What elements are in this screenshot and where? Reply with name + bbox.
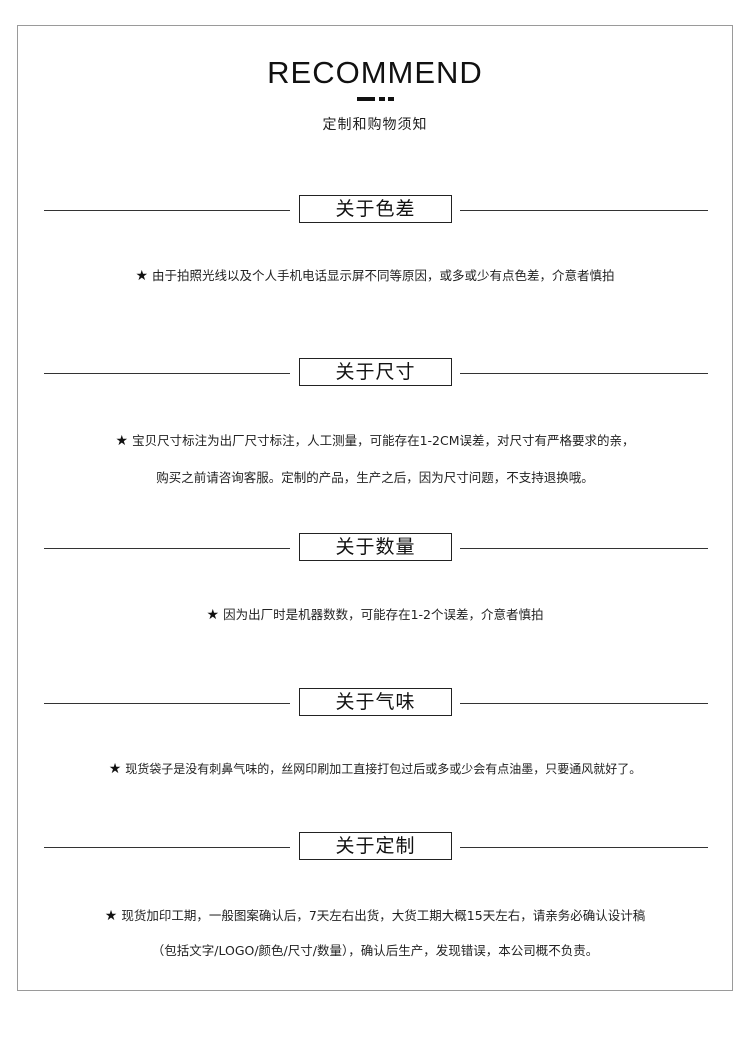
divider-line xyxy=(44,210,290,211)
divider-line xyxy=(44,548,290,549)
divider-line xyxy=(460,847,708,848)
section-title: 关于数量 xyxy=(299,533,452,561)
page-title: RECOMMEND xyxy=(267,55,483,90)
star-icon: ★ xyxy=(206,607,220,623)
star-icon: ★ xyxy=(135,268,149,284)
page-frame xyxy=(17,25,733,991)
divider-line xyxy=(44,373,290,374)
divider-line xyxy=(460,210,708,211)
divider-line xyxy=(44,847,290,848)
notice-line: ★现货加印工期，一般图案确认后，7天左右出货，大货工期大概15天左右，请亲务必确… xyxy=(0,905,750,924)
star-icon: ★ xyxy=(115,433,129,449)
notice-text: 现货加印工期，一般图案确认后，7天左右出货，大货工期大概15天左右，请亲务必确认… xyxy=(121,908,646,923)
notice-line-continued: 购买之前请咨询客服。定制的产品，生产之后，因为尺寸问题，不支持退换哦。 xyxy=(0,467,750,486)
section-title: 关于色差 xyxy=(299,195,452,223)
title-underline-mark xyxy=(357,97,394,101)
divider-line xyxy=(460,548,708,549)
star-icon: ★ xyxy=(104,908,118,924)
section-heading-custom: 关于定制 xyxy=(44,832,708,862)
section-title: 关于尺寸 xyxy=(299,358,452,386)
notice-line-continued: （包括文字/LOGO/颜色/尺寸/数量），确认后生产，发现错误，本公司概不负责。 xyxy=(0,940,750,959)
divider-line xyxy=(460,373,708,374)
section-heading-smell: 关于气味 xyxy=(44,688,708,718)
notice-text: 由于拍照光线以及个人手机电话显示屏不同等原因，或多或少有点色差，介意者慎拍 xyxy=(152,268,615,283)
notice-text: 购买之前请咨询客服。定制的产品，生产之后，因为尺寸问题，不支持退换哦。 xyxy=(156,470,594,485)
star-icon: ★ xyxy=(108,761,122,777)
divider-line xyxy=(460,703,708,704)
section-heading-color: 关于色差 xyxy=(44,195,708,225)
notice-line: ★因为出厂时是机器数数，可能存在1-2个误差，介意者慎拍 xyxy=(0,604,750,623)
section-title: 关于气味 xyxy=(299,688,452,716)
section-title: 关于定制 xyxy=(299,832,452,860)
notice-line: ★宝贝尺寸标注为出厂尺寸标注，人工测量，可能存在1-2CM误差，对尺寸有严格要求… xyxy=(0,430,750,449)
notice-line: ★由于拍照光线以及个人手机电话显示屏不同等原因，或多或少有点色差，介意者慎拍 xyxy=(0,265,750,284)
notice-text: 宝贝尺寸标注为出厂尺寸标注，人工测量，可能存在1-2CM误差，对尺寸有严格要求的… xyxy=(132,433,635,448)
notice-text: 现货袋子是没有刺鼻气味的，丝网印刷加工直接打包过后或多或少会有点油墨，只要通风就… xyxy=(125,762,642,776)
section-heading-quantity: 关于数量 xyxy=(44,533,708,563)
notice-text: （包括文字/LOGO/颜色/尺寸/数量），确认后生产，发现错误，本公司概不负责。 xyxy=(151,943,599,958)
divider-line xyxy=(44,703,290,704)
notice-line: ★现货袋子是没有刺鼻气味的，丝网印刷加工直接打包过后或多或少会有点油墨，只要通风… xyxy=(0,760,750,777)
notice-text: 因为出厂时是机器数数，可能存在1-2个误差，介意者慎拍 xyxy=(223,607,544,622)
section-heading-size: 关于尺寸 xyxy=(44,358,708,388)
page-subtitle: 定制和购物须知 xyxy=(322,117,428,133)
